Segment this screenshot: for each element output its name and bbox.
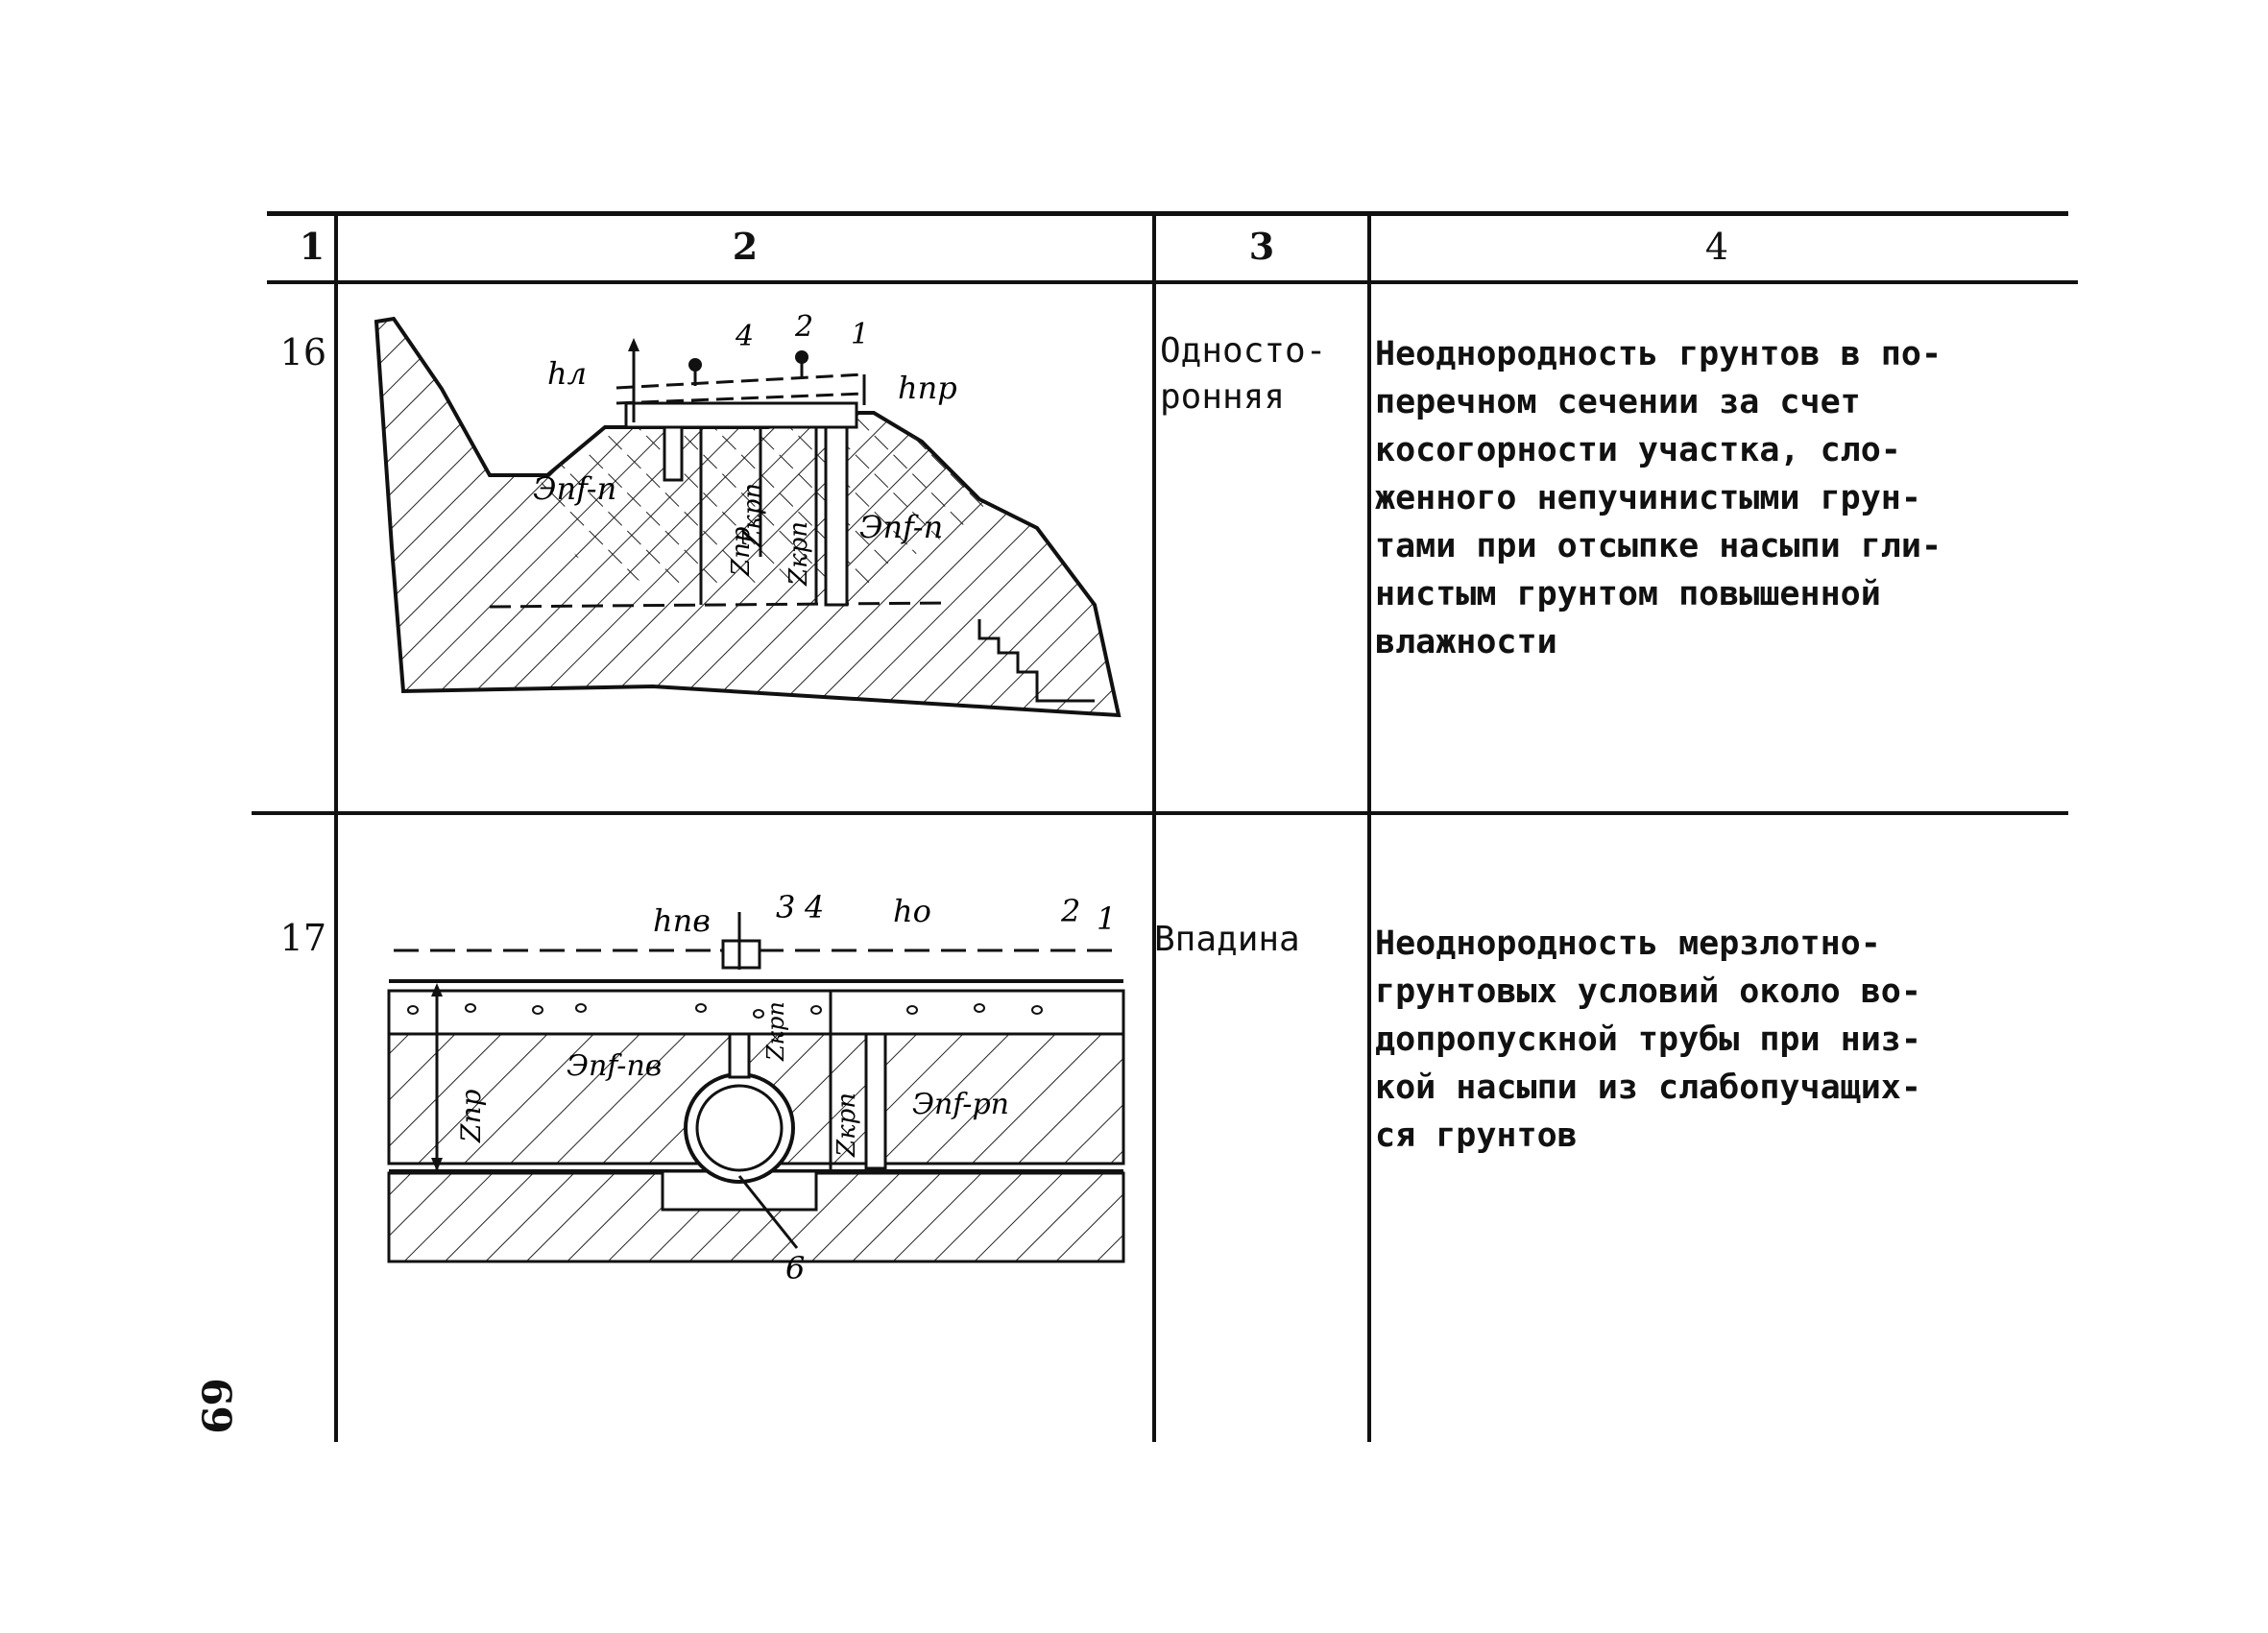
row-17-desc-line: Неоднородность мерзлотно- [1375, 925, 1881, 963]
page-number: 69 [192, 1378, 240, 1434]
label-e-pv: Эпf-пв [567, 1049, 662, 1083]
row-number-17: 17 [279, 917, 326, 959]
label-z-krp-right: Zкрп [784, 521, 813, 587]
label-h-left: hл [547, 355, 587, 392]
row-17-description: Неоднородность мерзлотно- грунтовых усло… [1375, 920, 2028, 1160]
row-separator-rule [252, 811, 2068, 815]
label-e-rp: Эпf-рп [912, 1088, 1009, 1121]
header-bottom-rule [267, 280, 2078, 284]
label-z-krp-top: Zкрп [762, 1001, 789, 1062]
row-number-16: 16 [279, 331, 326, 373]
label-z-pr: Zпр [727, 526, 756, 577]
label-z-krp-side: Zкрп [832, 1093, 861, 1158]
header-col-2: 2 [732, 225, 759, 268]
row-16-desc-line: тами при отсыпке насыпи гли- [1375, 527, 1942, 565]
row-17-desc-line: грунтовых условий около во- [1375, 973, 1921, 1011]
callout-4: 4 [804, 889, 824, 925]
label-h-right: hпр [898, 370, 957, 406]
row-17-type-line: Впадина [1154, 920, 1300, 959]
header-col-3: 3 [1248, 225, 1275, 268]
callout-3: 3 [776, 889, 795, 925]
row-16-type: Односто- ронняя [1160, 328, 1326, 420]
row-16-desc-line: влажности [1375, 623, 1557, 661]
row-16-desc-line: Неоднородность грунтов в по- [1375, 335, 1942, 373]
row-16-desc-line: нистым грунтом повышенной [1375, 575, 1881, 613]
col-divider-3 [1367, 213, 1371, 1442]
row-16-desc-line: женного непучинистыми грун- [1375, 479, 1921, 517]
callout-2: 2 [794, 310, 813, 344]
label-e-right: Эпf-п [859, 509, 943, 545]
callout-6: 6 [785, 1250, 805, 1286]
callout-4: 4 [735, 320, 754, 353]
label-h-o: hо [893, 893, 931, 929]
label-z-pr: Zпр [455, 1090, 487, 1143]
row-17-desc-line: ся грунтов [1375, 1117, 1578, 1155]
table-top-rule [267, 211, 2068, 216]
header-col-4: 4 [1704, 226, 1729, 268]
header-col-1: 1 [299, 225, 326, 268]
row-17-desc-line: допропускной трубы при низ- [1375, 1021, 1921, 1059]
figure-embankment-slope: 4 2 1 hл hпр Zкрп Zкрп Zпр Эпf-п Эпf-п [374, 310, 1122, 718]
col-divider-1 [334, 213, 338, 1442]
label-h-pv: hпв [653, 902, 711, 939]
row-16-type-line: ронняя [1160, 377, 1286, 417]
callout-2: 2 [1060, 893, 1080, 929]
row-16-type-line: Односто- [1160, 331, 1327, 371]
row-16-desc-line: перечном сечении за счет [1375, 383, 1861, 421]
figure-culvert-pipe: hпв 3 4 hо 2 1 6 Zпр Zкрп Zкрп Эпf-пв Эп… [387, 889, 1125, 1286]
row-16-description: Неоднородность грунтов в по- перечном се… [1375, 330, 2028, 666]
label-e-left: Эпf-п [533, 470, 616, 507]
callout-1: 1 [851, 318, 869, 351]
row-17-type: Впадина [1154, 917, 1300, 963]
row-16-desc-line: косогорности участка, сло- [1375, 431, 1901, 469]
row-17-desc-line: кой насыпи из слабопучащих- [1375, 1069, 1921, 1107]
label-z-krp-left: Zкрп [738, 483, 767, 548]
col-divider-2 [1152, 213, 1156, 1442]
callout-1: 1 [1097, 901, 1116, 937]
